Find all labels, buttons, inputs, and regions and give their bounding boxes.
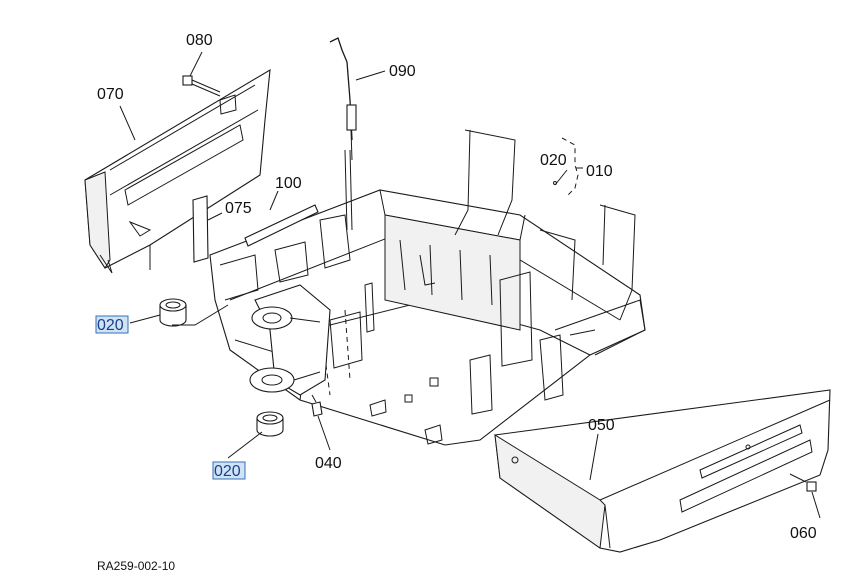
callout-020-top: 020 bbox=[540, 152, 567, 169]
callout-050: 050 bbox=[588, 417, 615, 434]
fitting-040 bbox=[311, 394, 323, 417]
bushing-bottom bbox=[256, 411, 284, 437]
front-cover-070 bbox=[84, 68, 271, 274]
leader-lines bbox=[119, 51, 821, 519]
callout-070: 070 bbox=[97, 86, 124, 103]
callout-020-bottom[interactable]: 020 bbox=[214, 463, 241, 480]
callout-020-left-highlight[interactable]: 020 bbox=[95, 315, 129, 334]
callout-060: 060 bbox=[790, 525, 817, 542]
bushing-left bbox=[159, 298, 187, 327]
swing-bracket bbox=[249, 284, 331, 396]
callout-100: 100 bbox=[275, 175, 302, 192]
bolt-080 bbox=[182, 75, 221, 97]
reference-code: RA259-002-10 bbox=[97, 559, 175, 573]
callout-020-bottom-highlight[interactable]: 020 bbox=[212, 461, 246, 480]
bolt-060 bbox=[789, 473, 817, 492]
callout-075: 075 bbox=[225, 200, 252, 217]
callout-020-left[interactable]: 020 bbox=[97, 317, 124, 334]
rod-090 bbox=[329, 37, 357, 161]
strip-100 bbox=[244, 204, 319, 247]
plate-075 bbox=[192, 195, 209, 263]
callout-040: 040 bbox=[315, 455, 342, 472]
callout-090: 090 bbox=[389, 63, 416, 80]
highlight-box-bottom bbox=[212, 461, 246, 480]
highlight-box-left bbox=[95, 315, 129, 334]
callout-080: 080 bbox=[186, 32, 213, 49]
rear-cover-050 bbox=[494, 389, 831, 553]
callout-010: 010 bbox=[586, 163, 613, 180]
